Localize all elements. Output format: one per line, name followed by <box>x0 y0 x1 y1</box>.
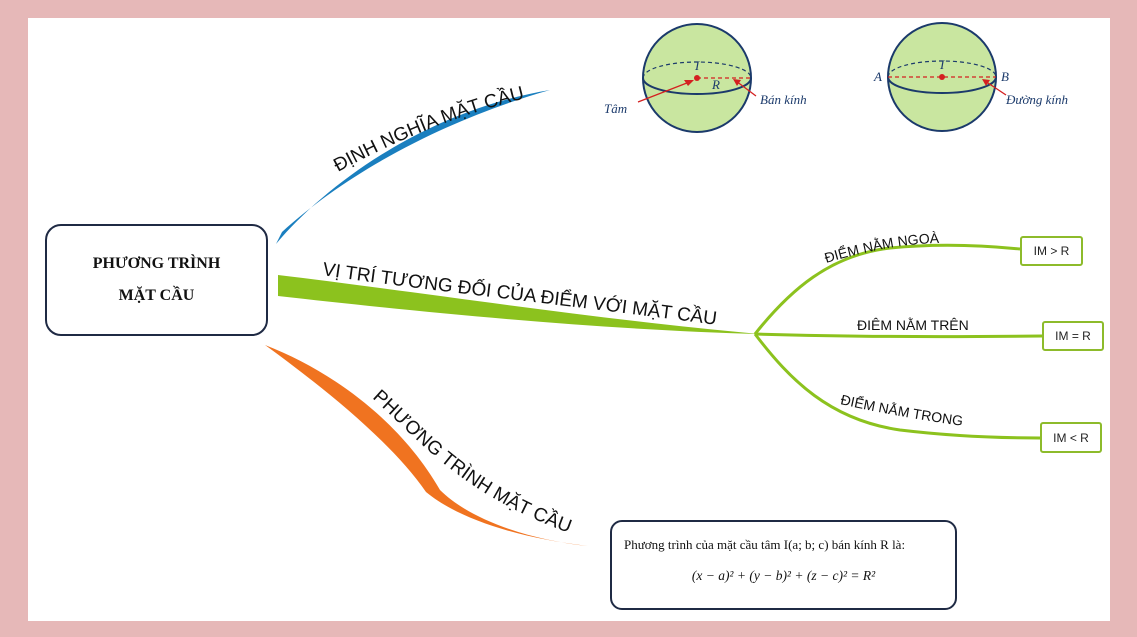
sphere-center-radius: I R Tâm Bán kính <box>604 23 807 133</box>
diameter-arrow <box>984 80 1007 96</box>
result-inside-text: IM < R <box>1053 430 1089 445</box>
sub-branch-inside <box>753 333 1041 440</box>
result-on-text: IM = R <box>1055 329 1091 343</box>
formula-box: Phương trình của mặt cầu tâm I(a; b; c) … <box>610 520 957 610</box>
sub-branch-inside-label: ĐIỂM NẰM TRONG <box>839 391 964 428</box>
diameter-center-point <box>939 74 945 80</box>
point-a-label: A <box>873 69 882 84</box>
central-topic-line1: PHƯƠNG TRÌNH <box>92 255 221 272</box>
result-outside-box: IM > R <box>1020 236 1083 266</box>
definition-branch <box>276 90 550 244</box>
definition-branch-label: ĐỊNH NGHĨA MẶT CẦU <box>330 83 526 177</box>
result-inside-box: IM < R <box>1040 422 1102 453</box>
formula-statement: Phương trình của mặt cầu tâm I(a; b; c) … <box>624 537 906 552</box>
central-topic-line2: MẶT CẦU <box>118 287 195 304</box>
result-on-box: IM = R <box>1042 321 1104 351</box>
formula-equation: (x − a)² + (y − b)² + (z − c)² = R² <box>691 568 876 583</box>
sphere-diameter: A B I Đường kính <box>873 22 1068 132</box>
radius-caption: Bán kính <box>760 92 807 107</box>
equation-branch <box>265 345 588 546</box>
sub-branch-outside <box>753 243 1021 335</box>
central-topic: PHƯƠNG TRÌNH MẶT CẦU <box>45 224 268 336</box>
relative-position-branch <box>278 275 760 334</box>
center-point <box>694 75 700 81</box>
sub-branch-on-label: ĐIÊM NẰM TRÊN <box>857 316 969 333</box>
radius-letter: R <box>711 77 720 92</box>
diameter-caption: Đường kính <box>1005 92 1068 107</box>
point-b-label: B <box>1001 69 1009 84</box>
result-outside-text: IM > R <box>1033 244 1070 258</box>
center-point-label: I <box>694 58 700 73</box>
sub-branch-on <box>754 332 1043 339</box>
center-arrow <box>637 80 693 103</box>
diameter-center-label: I <box>939 57 945 72</box>
radius-arrow <box>735 80 757 97</box>
center-caption: Tâm <box>604 101 627 116</box>
